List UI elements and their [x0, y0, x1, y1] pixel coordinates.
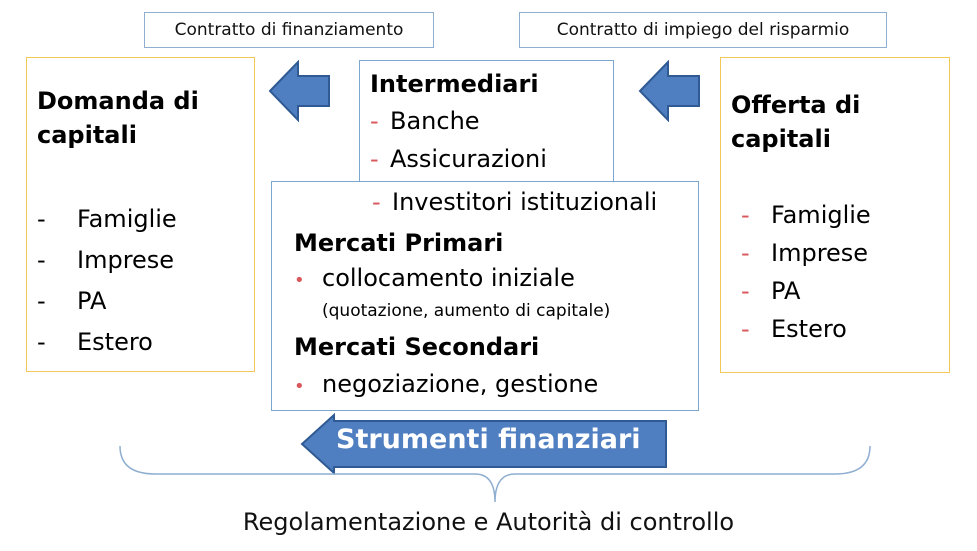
left-arrow-icon	[638, 60, 700, 122]
domanda-item: -PA	[37, 286, 107, 315]
offerta-item: -Imprese	[741, 239, 869, 267]
strumenti-arrow-icon	[300, 413, 667, 475]
mercati-secondari-item: •negoziazione, gestione	[294, 370, 599, 398]
offerta-panel: Offerta di capitali -Famiglie -Imprese -…	[720, 57, 950, 373]
label-contratto-finanziamento: Contratto di finanziamento	[144, 12, 434, 48]
offerta-title-2: capitali	[731, 125, 831, 153]
domanda-title-2: capitali	[37, 121, 137, 149]
intermediari-panel: Intermediari -Banche -Assicurazioni	[359, 60, 614, 190]
offerta-list: -Famiglie -Imprese -PA -Estero	[741, 196, 871, 348]
offerta-item: -Famiglie	[741, 201, 871, 229]
intermediari-item: -Assicurazioni	[370, 145, 547, 173]
domanda-item: -Imprese	[37, 245, 175, 274]
intermediari-item: -Banche	[370, 107, 480, 135]
intermediari-item: -Investitori istituzionali	[372, 188, 658, 216]
intermediari-title: Intermediari	[370, 70, 539, 98]
bracket-icon	[119, 445, 871, 503]
offerta-item: -Estero	[741, 315, 847, 343]
footer-text: Regolamentazione e Autorità di controllo	[242, 508, 735, 536]
domanda-item: -Famiglie	[37, 204, 177, 233]
strumenti-label: Strumenti finanziari	[336, 424, 641, 455]
left-arrow-icon	[268, 60, 330, 122]
domanda-item: -Estero	[37, 327, 153, 356]
domanda-title-1: Domanda di	[37, 87, 199, 115]
mercati-secondari-title: Mercati Secondari	[294, 333, 540, 361]
label-contratto-impiego-risparmio: Contratto di impiego del risparmio	[519, 12, 887, 48]
mercati-primari-item: •collocamento iniziale	[294, 264, 575, 292]
domanda-list: -Famiglie -Imprese -PA -Estero	[37, 198, 177, 362]
mercati-panel: -Investitori istituzionali Mercati Prima…	[271, 181, 699, 411]
mercati-primari-note: (quotazione, aumento di capitale)	[322, 301, 611, 321]
mercati-primari-title: Mercati Primari	[294, 229, 504, 257]
domanda-panel: Domanda di capitali -Famiglie -Imprese -…	[26, 57, 255, 372]
offerta-item: -PA	[741, 277, 801, 305]
offerta-title-1: Offerta di	[731, 91, 861, 119]
